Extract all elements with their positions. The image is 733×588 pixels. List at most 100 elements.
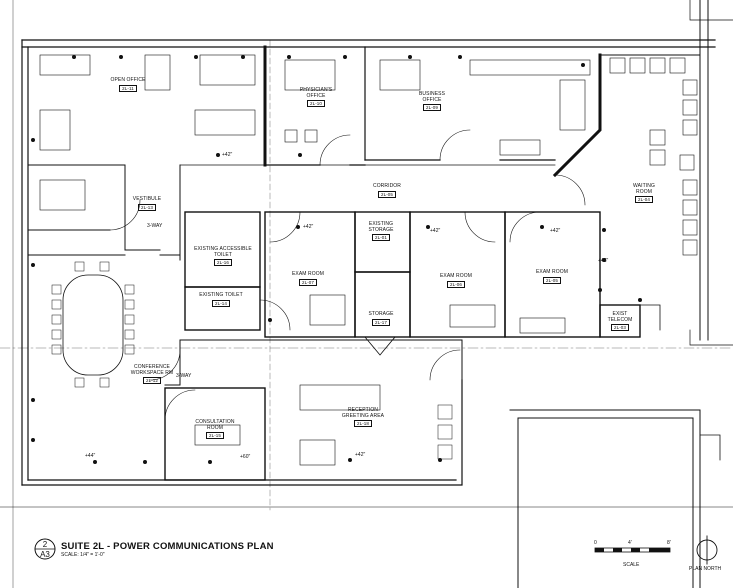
telecom-door [639,304,661,331]
waiting-chairs [609,57,698,256]
room-name: BUSINESS OFFICE [418,91,446,103]
south-wall [21,379,463,486]
room-name: CONSULTATION ROOM [195,419,235,431]
room-tag: 2L-01 [371,234,390,241]
west-exterior-wall [21,39,29,486]
consultation-desk [194,424,241,446]
room-name: RECEPTION GREETING AREA [341,407,385,419]
scale-tick-1: 4' [628,540,632,546]
corridor-door-south [429,349,461,381]
open-office-desk [39,54,91,76]
room-tag: 2L-17 [371,318,390,326]
electrical-symbols [31,55,642,464]
consultation-door [164,389,196,421]
open-office-desk [194,109,256,136]
dimension-note: +48" [598,258,609,264]
room-tag: 2L-07 [298,278,317,286]
dimension-note: +44" [85,453,96,459]
room-name: EXISTING ACCESSIBLE TOILET [194,246,252,258]
three-way-note: 3-WAY [176,373,192,379]
dimension-note: +42" [430,228,441,234]
conference-room-wall [27,254,181,386]
storage-door [364,336,396,356]
conference-table [62,274,124,376]
room-tag: 2L-15 [205,432,224,439]
business-office-diagonal-wall [552,53,602,178]
scale-tick-2: 8' [667,540,671,546]
right-exterior-wall [689,329,733,346]
room-tag: 2L-03 [610,324,629,331]
dimension-note: +42" [222,152,233,158]
room-tag: 2L-14 [211,299,230,307]
physician-desk [284,59,336,91]
business-office-door [439,129,471,161]
exam-room-05-door [509,211,541,243]
drawing-number: 2 A3 [35,539,55,559]
room-label-waiting-room: WAITING ROOM 2L-04 [627,183,661,203]
dimension-note: +42" [550,228,561,234]
room-name: CORRIDOR [372,183,402,189]
exam-room-07-door [269,211,301,243]
drawing-sheet: A3 [40,550,50,559]
room-name: PHYSICIAN'S OFFICE [299,87,333,99]
business-counter [559,79,586,131]
drawing-title: SUITE 2L - POWER COMMUNICATIONS PLAN [61,541,274,552]
dimension-note: +42" [303,224,314,230]
exam-table [519,317,566,334]
room-label-exam-room-05: EXAM ROOM 2L-05 [532,269,572,284]
room-label-telecom: EXIST TELECOM 2L-03 [602,311,638,331]
room-name: EXAM ROOM [535,269,568,275]
scale-bar-label: SCALE [623,562,640,568]
open-office-wall [27,164,126,231]
dimension-note: +42" [355,452,366,458]
room-label-consultation: CONSULTATION ROOM 2L-15 [192,419,238,439]
dimension-note: +60" [240,454,251,460]
top-right-building-edge [689,0,733,21]
room-name: CONFERENCE WORKSPACE RM [130,364,174,376]
corridor-south-wall [179,339,463,381]
room-tag: 2L-09 [422,104,441,111]
room-label-existing-toilet: EXISTING TOILET 2L-14 [196,292,246,307]
room-name: EXISTING TOILET [199,292,243,298]
exam-table [449,304,496,328]
room-name: EXIST TELECOM [607,311,633,323]
drawing-number-top: 2 [42,540,48,549]
conference-door [149,349,181,381]
exam-room-06-door [464,211,496,243]
telecom-room [599,304,641,338]
room-tag: 2L-04 [634,196,653,203]
business-counter [499,139,541,156]
room-name: EXISTING STORAGE [368,221,394,233]
room-name: EXAM ROOM [439,273,472,279]
scale-bar-fills [595,548,670,552]
room-name: EXAM ROOM [291,271,324,277]
consultation-room [164,387,266,481]
vestibule-door [109,199,141,231]
east-exterior-wall [699,0,709,341]
room-name: WAITING ROOM [633,183,655,195]
room-label-exam-room-06: EXAM ROOM 2L-06 [436,273,476,288]
open-office-desk [144,54,171,91]
room-tag: 2L-18 [353,420,372,427]
adjacent-building-step [699,434,721,461]
exam-room-05 [504,211,601,338]
room-tag: 2L-11 [119,84,137,92]
physician-chair [284,129,298,143]
room-label-accessible-toilet: EXISTING ACCESSIBLE TOILET 2L-16 [188,246,258,266]
reception-chairs [437,404,453,460]
existing-toilet-room [184,286,261,331]
room-tag: 2L-06 [446,280,465,288]
open-office-desk [39,179,86,211]
room-label-physicians-office: PHYSICIAN'S OFFICE 2L-10 [292,87,340,107]
storage-room [354,271,411,338]
room-label-business-office: BUSINESS OFFICE 2L-09 [410,91,454,111]
conference-chairs [51,261,135,388]
reception-furniture [299,439,336,466]
three-way-note: 3-WAY [147,223,163,229]
north-exterior-wall [21,39,716,48]
room-tag: 2L-05 [542,276,561,284]
room-tag: 2L-12 [142,377,161,384]
open-office-desk [39,109,71,151]
room-label-reception: RECEPTION GREETING AREA 2L-18 [338,407,388,427]
